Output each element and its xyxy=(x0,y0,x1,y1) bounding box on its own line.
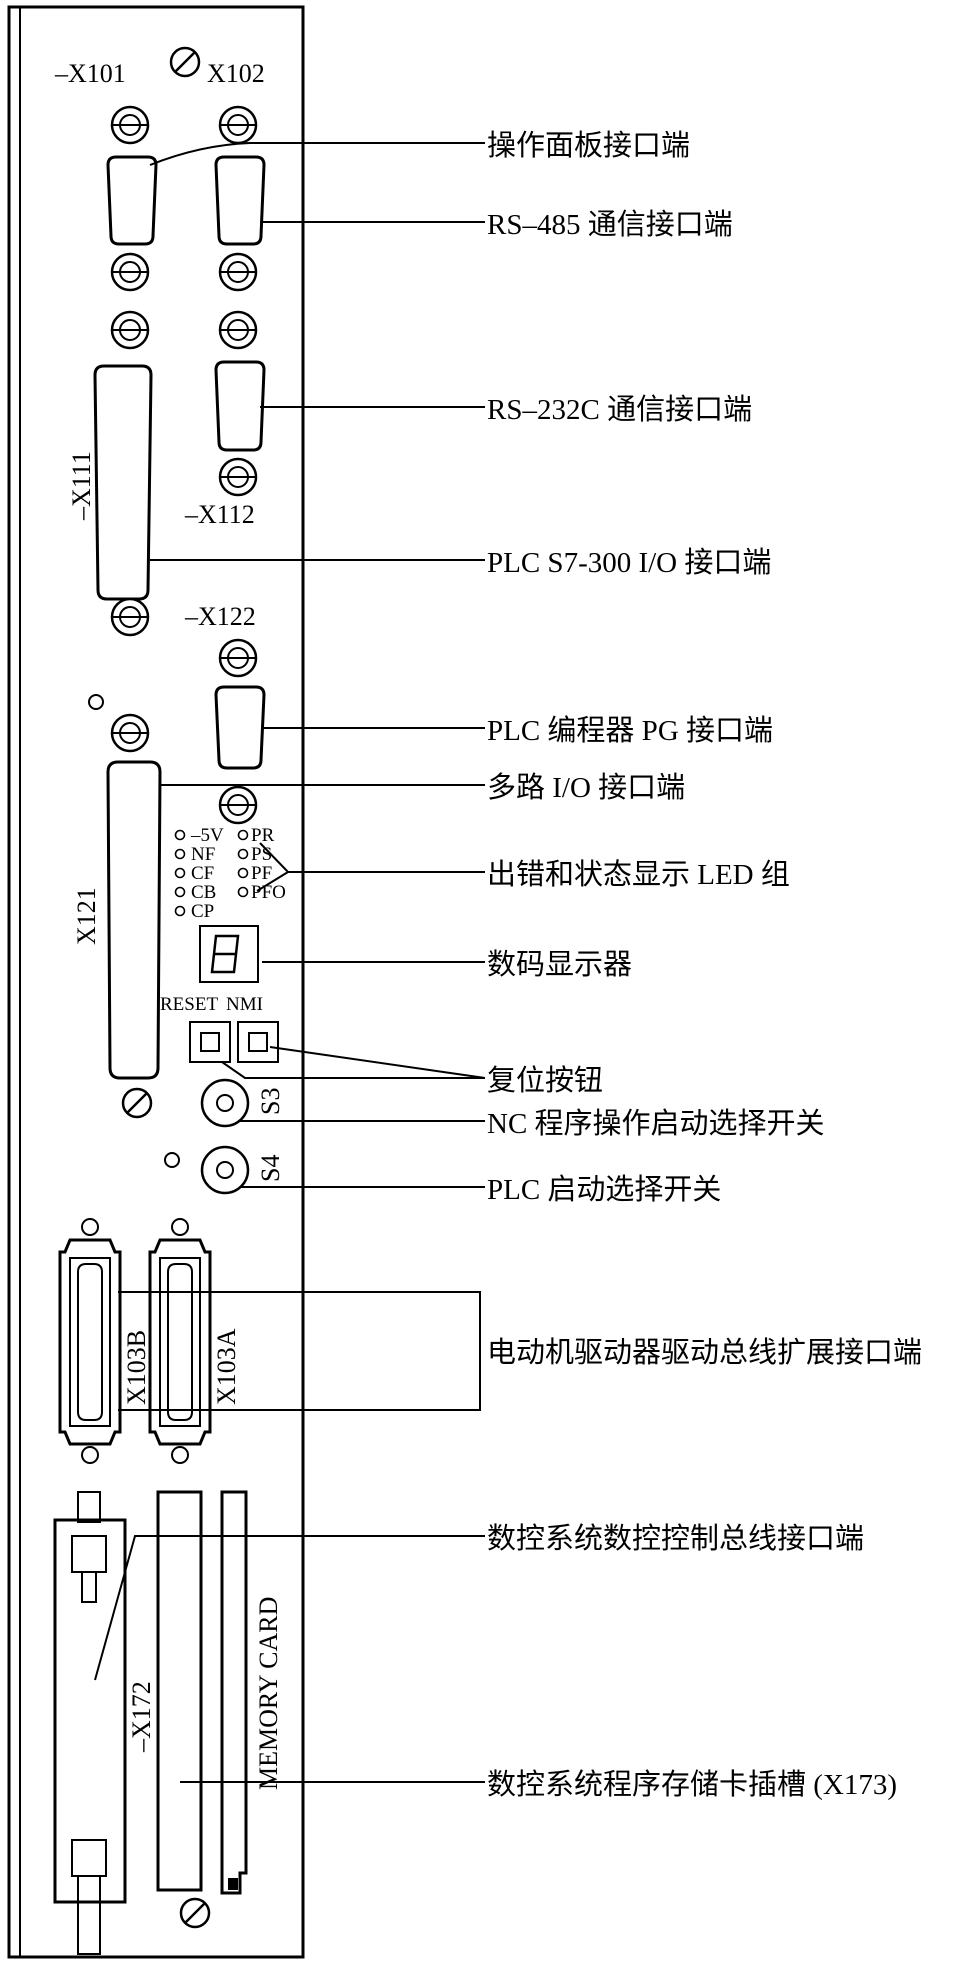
callout-plc-start-switch: PLC 启动选择开关 xyxy=(487,1173,721,1206)
led-label: PFO xyxy=(251,882,286,903)
led-icon xyxy=(174,829,186,841)
screw-icon xyxy=(218,457,258,497)
led-label: CP xyxy=(191,901,214,922)
connector-x103a xyxy=(148,1218,212,1464)
switch-label-s3: S3 xyxy=(256,1088,285,1115)
port-label-x101: –X101 xyxy=(54,59,126,88)
callout-operator-panel-port: 操作面板接口端 xyxy=(487,129,690,162)
memory-card-label: MEMORY CARD xyxy=(254,1597,283,1790)
slot-screw-mid xyxy=(121,1087,153,1119)
callout-nc-bus-port: 数控系统数控控制总线接口端 xyxy=(487,1522,864,1555)
nmi-label: NMI xyxy=(226,994,263,1015)
led-icon xyxy=(174,905,186,917)
callout-plc-io-port: PLC S7-300 I/O 接口端 xyxy=(487,546,771,579)
connector-x103b xyxy=(58,1218,122,1464)
connector-x172 xyxy=(53,1491,127,1955)
switch-label-s4: S4 xyxy=(256,1155,285,1182)
nmi-button[interactable] xyxy=(237,1021,279,1063)
led-label: CF xyxy=(191,863,214,884)
callout-rs485-port: RS–485 通信接口端 xyxy=(487,208,733,241)
screw-icon xyxy=(218,310,258,350)
connector-x121 xyxy=(106,760,162,1080)
screw-icon xyxy=(110,105,150,145)
screw-icon xyxy=(218,252,258,292)
led-icon xyxy=(237,829,249,841)
connector-x111 xyxy=(93,364,153,601)
callout-nc-start-switch: NC 程序操作启动选择开关 xyxy=(487,1107,825,1140)
connector-x112 xyxy=(214,360,266,452)
digit-eight-icon xyxy=(210,934,240,974)
callout-memory-card-slot: 数控系统程序存储卡插槽 (X173) xyxy=(487,1768,897,1801)
led-label: PR xyxy=(251,825,275,846)
port-label-x172: –X172 xyxy=(127,1681,156,1753)
callout-reset-buttons: 复位按钮 xyxy=(487,1064,603,1097)
port-label-x121: X121 xyxy=(72,887,101,945)
led-icon xyxy=(237,867,249,879)
memory-card-notch xyxy=(228,1878,238,1890)
screw-icon xyxy=(218,105,258,145)
seven-segment-display xyxy=(199,925,259,983)
plc-start-switch-s4[interactable] xyxy=(200,1145,250,1195)
slot-screw-top xyxy=(169,46,201,78)
leader-lines xyxy=(94,142,486,1783)
led-icon xyxy=(237,848,249,860)
hole-icon xyxy=(88,694,104,710)
connector-x101 xyxy=(106,155,158,246)
port-label-x103a: X103A xyxy=(212,1328,241,1405)
memory-card-slot xyxy=(156,1490,203,1892)
memory-card-label-strip xyxy=(220,1490,248,1895)
hole-icon xyxy=(164,1152,180,1168)
callout-rs232c-port: RS–232C 通信接口端 xyxy=(487,393,752,426)
port-label-x122: –X122 xyxy=(184,602,256,631)
screw-icon xyxy=(110,597,150,637)
connector-x102 xyxy=(214,155,266,246)
screw-icon xyxy=(110,252,150,292)
screw-icon xyxy=(110,310,150,350)
panel-frame xyxy=(7,5,305,1959)
reset-label: RESET xyxy=(160,994,218,1015)
callout-multi-io-port: 多路 I/O 接口端 xyxy=(487,771,685,804)
callout-led-group: 出错和状态显示 LED 组 xyxy=(487,858,790,891)
callout-drive-bus-port: 电动机驱动器驱动总线扩展接口端 xyxy=(487,1336,922,1369)
port-label-x103b: X103B xyxy=(122,1330,151,1405)
led-icon xyxy=(174,867,186,879)
led-icon xyxy=(174,886,186,898)
led-label: PS xyxy=(251,844,272,865)
screw-icon xyxy=(218,785,258,825)
led-icon xyxy=(174,848,186,860)
callout-plc-pg-port: PLC 编程器 PG 接口端 xyxy=(487,714,773,747)
port-label-x112: –X112 xyxy=(184,500,255,529)
led-label: CB xyxy=(191,882,216,903)
port-label-x111: –X111 xyxy=(67,451,96,521)
slot-screw-bottom xyxy=(179,1897,211,1929)
screw-icon xyxy=(110,713,150,753)
led-icon xyxy=(237,886,249,898)
reset-button[interactable] xyxy=(189,1021,231,1063)
connector-x122 xyxy=(214,685,266,770)
callout-digital-display: 数码显示器 xyxy=(487,948,632,981)
port-label-x102: X102 xyxy=(207,59,265,88)
screw-icon xyxy=(218,638,258,678)
led-label: –5V xyxy=(190,825,224,846)
led-label: PF xyxy=(251,863,272,884)
nc-start-switch-s3[interactable] xyxy=(200,1078,250,1128)
led-label: NF xyxy=(191,844,215,865)
